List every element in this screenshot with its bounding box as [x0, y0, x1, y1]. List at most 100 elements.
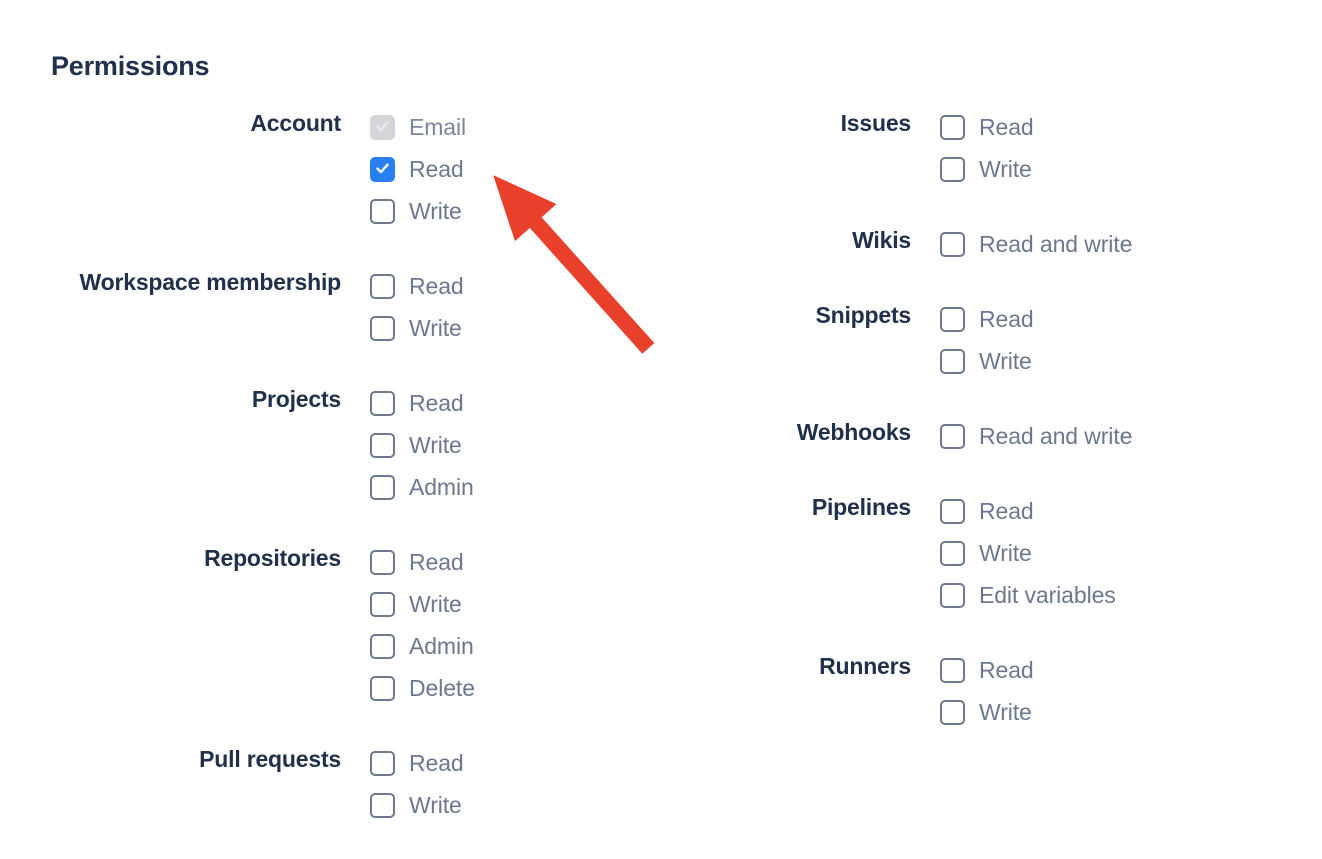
option-row-runners-write[interactable]: Write — [940, 691, 1270, 733]
option-row-account-read[interactable]: Read — [370, 148, 660, 190]
option-label-projects-read: Read — [409, 389, 464, 416]
group-label-wikis: Wikis — [852, 227, 911, 253]
option-label-workspace-membership-read: Read — [409, 272, 464, 299]
option-label-account-write: Write — [409, 197, 462, 224]
group-label-repositories: Repositories — [204, 545, 341, 571]
option-row-wikis-read-and-write[interactable]: Read and write — [940, 223, 1270, 265]
option-label-issues-write: Write — [979, 155, 1032, 182]
option-row-issues-write[interactable]: Write — [940, 148, 1270, 190]
option-row-account-email[interactable]: Email — [370, 106, 660, 148]
group-label-snippets: Snippets — [815, 302, 911, 328]
checkbox-workspace-membership-read[interactable] — [370, 273, 395, 299]
option-row-webhooks-read-and-write[interactable]: Read and write — [940, 415, 1270, 457]
checkbox-pull-requests-read[interactable] — [370, 750, 395, 776]
option-label-projects-write: Write — [409, 431, 462, 458]
option-label-runners-write: Write — [979, 698, 1032, 725]
option-row-repositories-read[interactable]: Read — [370, 541, 660, 583]
option-list-wikis: Read and write — [940, 223, 1270, 265]
option-label-account-email: Email — [409, 113, 467, 140]
group-label-pipelines: Pipelines — [811, 494, 911, 520]
checkbox-projects-read[interactable] — [370, 390, 395, 416]
option-label-pull-requests-write: Write — [409, 791, 462, 818]
group-label-projects: Projects — [251, 386, 341, 412]
option-label-issues-read: Read — [979, 113, 1034, 140]
page-title: Permissions — [51, 51, 210, 81]
option-row-repositories-write[interactable]: Write — [370, 583, 660, 625]
option-row-projects-admin[interactable]: Admin — [370, 466, 660, 508]
option-list-webhooks: Read and write — [940, 415, 1270, 457]
option-row-issues-read[interactable]: Read — [940, 106, 1270, 148]
option-row-pull-requests-read[interactable]: Read — [370, 742, 660, 784]
option-label-wikis-read-and-write: Read and write — [979, 230, 1133, 257]
checkbox-issues-write[interactable] — [940, 156, 965, 182]
checkbox-repositories-read[interactable] — [370, 549, 395, 575]
option-label-account-read: Read — [409, 155, 464, 182]
option-label-projects-admin: Admin — [409, 473, 474, 500]
checkbox-pipelines-edit-variables[interactable] — [940, 582, 965, 608]
checkbox-snippets-write[interactable] — [940, 348, 965, 374]
checkbox-repositories-write[interactable] — [370, 591, 395, 617]
option-row-snippets-write[interactable]: Write — [940, 340, 1270, 382]
option-row-projects-read[interactable]: Read — [370, 382, 660, 424]
option-row-pipelines-read[interactable]: Read — [940, 490, 1270, 532]
option-label-repositories-read: Read — [409, 548, 464, 575]
option-row-runners-read[interactable]: Read — [940, 649, 1270, 691]
checkbox-projects-admin[interactable] — [370, 474, 395, 500]
checkbox-issues-read[interactable] — [940, 114, 965, 140]
group-label-account: Account — [250, 110, 341, 136]
option-label-webhooks-read-and-write: Read and write — [979, 422, 1133, 449]
option-row-projects-write[interactable]: Write — [370, 424, 660, 466]
checkbox-account-write[interactable] — [370, 198, 395, 224]
option-row-workspace-membership-read[interactable]: Read — [370, 265, 660, 307]
option-row-pipelines-write[interactable]: Write — [940, 532, 1270, 574]
checkbox-workspace-membership-write[interactable] — [370, 315, 395, 341]
option-row-pull-requests-write[interactable]: Write — [370, 784, 660, 826]
option-row-pipelines-edit-variables[interactable]: Edit variables — [940, 574, 1270, 616]
option-label-snippets-read: Read — [979, 305, 1034, 332]
checkbox-projects-write[interactable] — [370, 432, 395, 458]
option-label-runners-read: Read — [979, 656, 1034, 683]
option-label-pipelines-read: Read — [979, 497, 1034, 524]
checkbox-pipelines-write[interactable] — [940, 540, 965, 566]
option-row-repositories-delete[interactable]: Delete — [370, 667, 660, 709]
option-row-workspace-membership-write[interactable]: Write — [370, 307, 660, 349]
checkbox-pipelines-read[interactable] — [940, 498, 965, 524]
option-label-pipelines-write: Write — [979, 539, 1032, 566]
checkbox-repositories-delete[interactable] — [370, 675, 395, 701]
checkbox-repositories-admin[interactable] — [370, 633, 395, 659]
option-row-repositories-admin[interactable]: Admin — [370, 625, 660, 667]
checkbox-webhooks-read-and-write[interactable] — [940, 423, 965, 449]
checkbox-snippets-read[interactable] — [940, 306, 965, 332]
checkbox-runners-write[interactable] — [940, 699, 965, 725]
checkbox-wikis-read-and-write[interactable] — [940, 231, 965, 257]
option-row-snippets-read[interactable]: Read — [940, 298, 1270, 340]
option-label-repositories-delete: Delete — [409, 674, 475, 701]
checkbox-account-read[interactable] — [370, 156, 395, 182]
checkbox-runners-read[interactable] — [940, 657, 965, 683]
option-label-pipelines-edit-variables: Edit variables — [979, 581, 1116, 608]
group-label-runners: Runners — [819, 653, 911, 679]
option-row-account-write[interactable]: Write — [370, 190, 660, 232]
checkbox-pull-requests-write[interactable] — [370, 792, 395, 818]
group-label-workspace-membership: Workspace membership — [79, 269, 342, 295]
